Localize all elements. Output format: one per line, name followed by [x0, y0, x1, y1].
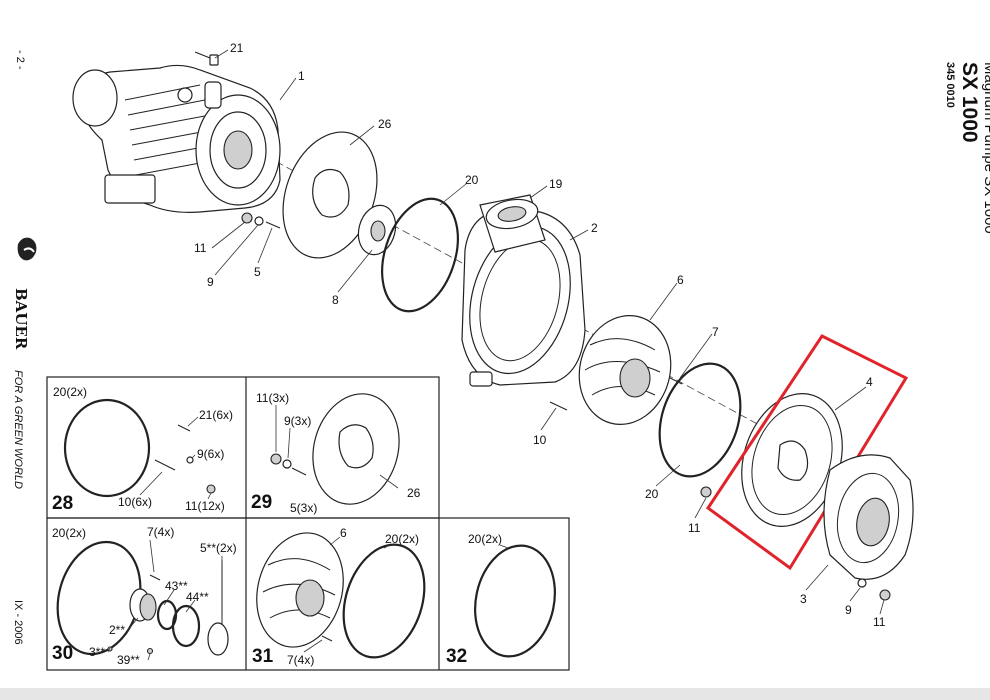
brand-name: BAUER	[12, 288, 30, 350]
kit-30: 30 20(2x) 7(4x) 5**(2x) 43** 44** 2** 3*…	[52, 525, 237, 667]
kit-29-washer	[282, 459, 292, 469]
kit-31: 31 6 20(2x) 7(4x)	[252, 526, 426, 667]
kit-29-label-3: 26	[407, 486, 421, 500]
kit-31-label-0: 6	[340, 526, 347, 540]
callout-11: 11	[194, 241, 207, 255]
kit-32-number: 32	[446, 646, 467, 667]
nut-11-c	[879, 589, 891, 601]
kit-28: 28 20(2x) 21(6x) 9(6x) 10(6x) 11(12x)	[52, 385, 233, 514]
brand-tagline: FOR A GREEN WORLD	[12, 370, 24, 489]
callout-7: 7	[712, 325, 719, 339]
svg-text:- 2 -: - 2 -	[14, 50, 26, 70]
model-subtitle: Magnum Pumpe SX 1000	[981, 62, 990, 234]
kit-29-stud	[291, 467, 307, 476]
suction-cover	[741, 393, 843, 527]
kit-31-label-2: 7(4x)	[287, 653, 314, 667]
callout-3: 3	[800, 592, 807, 606]
o-ring-20	[381, 197, 459, 313]
kit-31-label-1: 20(2x)	[385, 532, 419, 546]
kit-28-nut	[206, 484, 216, 494]
callout-10: 10	[533, 433, 547, 447]
kit-30-number: 30	[52, 643, 73, 664]
kit-30-label-1: 7(4x)	[147, 525, 174, 539]
pin-10	[549, 401, 568, 411]
nut-washer-stud	[241, 212, 281, 229]
callout-11b: 11	[688, 521, 701, 535]
kit-30-bearing	[207, 622, 229, 656]
bearing-flange	[823, 454, 914, 580]
bauer-logo	[17, 237, 37, 261]
kit-32-label-0: 20(2x)	[468, 532, 502, 546]
kit-30-label-3: 43**	[165, 579, 188, 593]
kit-28-number: 28	[52, 493, 73, 514]
kit-30-screw	[149, 574, 161, 581]
kit-29-number: 29	[251, 492, 272, 513]
callout-20b: 20	[645, 487, 659, 501]
kit-31-screw	[321, 635, 333, 642]
callout-2: 2	[591, 221, 598, 235]
part-number: 345 0010	[944, 62, 956, 108]
kit-29: 29 11(3x) 9(3x) 5(3x) 26	[251, 391, 421, 515]
callout-8: 8	[332, 293, 339, 307]
kit-29-nut	[270, 453, 282, 465]
kit-31-number: 31	[252, 646, 274, 667]
kit-28-o-ring	[63, 398, 151, 498]
model-title: SX 1000	[958, 62, 981, 143]
highlight-frame	[705, 334, 909, 571]
svg-text:BAUER: BAUER	[12, 288, 30, 350]
kit-29-label-1: 9(3x)	[284, 414, 311, 428]
kit-grid	[46, 376, 570, 671]
kit-30-label-2: 5**(2x)	[200, 541, 237, 555]
kit-28-washer	[186, 456, 194, 464]
impeller	[578, 315, 672, 425]
callout-11c: 11	[873, 615, 886, 629]
kit-30-ring-44	[171, 604, 201, 648]
callout-5: 5	[254, 265, 261, 279]
kit-28-label-0: 20(2x)	[53, 385, 87, 399]
kit-30-label-5: 2**	[109, 623, 125, 637]
kit-29-label-2: 5(3x)	[290, 501, 317, 515]
issue-date: IX - 2006	[12, 600, 24, 645]
callout-26: 26	[378, 117, 392, 131]
kit-28-pin	[154, 459, 176, 471]
kit-32-o-ring	[474, 544, 556, 658]
svg-text:FOR A GREEN WORLD: FOR A GREEN WORLD	[12, 370, 24, 489]
callout-4: 4	[866, 375, 873, 389]
kit-29-label-0: 11(3x)	[256, 391, 289, 405]
title-block: 345 0010 SX 1000 Magnum Pumpe SX 1000	[944, 62, 990, 234]
callout-20: 20	[465, 173, 479, 187]
screw-21	[194, 51, 219, 66]
callout-9: 9	[207, 275, 214, 289]
washer-9-b	[857, 578, 867, 588]
kit-31-o-ring	[342, 543, 426, 659]
kit-32: 32 20(2x)	[446, 532, 556, 667]
scan-edge	[0, 688, 990, 700]
kit-28-screw	[177, 424, 191, 432]
callout-21: 21	[230, 41, 244, 55]
gearbox-housing	[72, 64, 281, 213]
callout-6: 6	[677, 273, 684, 287]
kit-30-label-0: 20(2x)	[52, 526, 86, 540]
callout-9b: 9	[845, 603, 852, 617]
screw-7	[669, 377, 683, 385]
nut-11-b	[700, 486, 712, 498]
kit-28-label-1: 21(6x)	[199, 408, 233, 422]
svg-text:IX - 2006: IX - 2006	[12, 600, 24, 645]
kit-30-label-7: 39**	[117, 653, 140, 667]
page-marker: - 2 -	[14, 50, 26, 70]
leader-lines	[211, 49, 885, 615]
callout-19: 19	[549, 177, 563, 191]
kit-28-label-4: 11(12x)	[185, 499, 225, 513]
o-ring-20-b	[658, 362, 742, 478]
kit-30-label-4: 44**	[186, 590, 209, 604]
kit-28-label-2: 9(6x)	[197, 447, 224, 461]
callout-labels: 1 21 26 20 19 2 11 9 5 8 6 7 10 20 11 4 …	[194, 41, 886, 629]
kit-30-label-6: 3**	[89, 645, 105, 659]
callout-1: 1	[298, 69, 305, 83]
pump-casing	[461, 194, 586, 387]
kit-28-label-3: 10(6x)	[118, 495, 152, 509]
